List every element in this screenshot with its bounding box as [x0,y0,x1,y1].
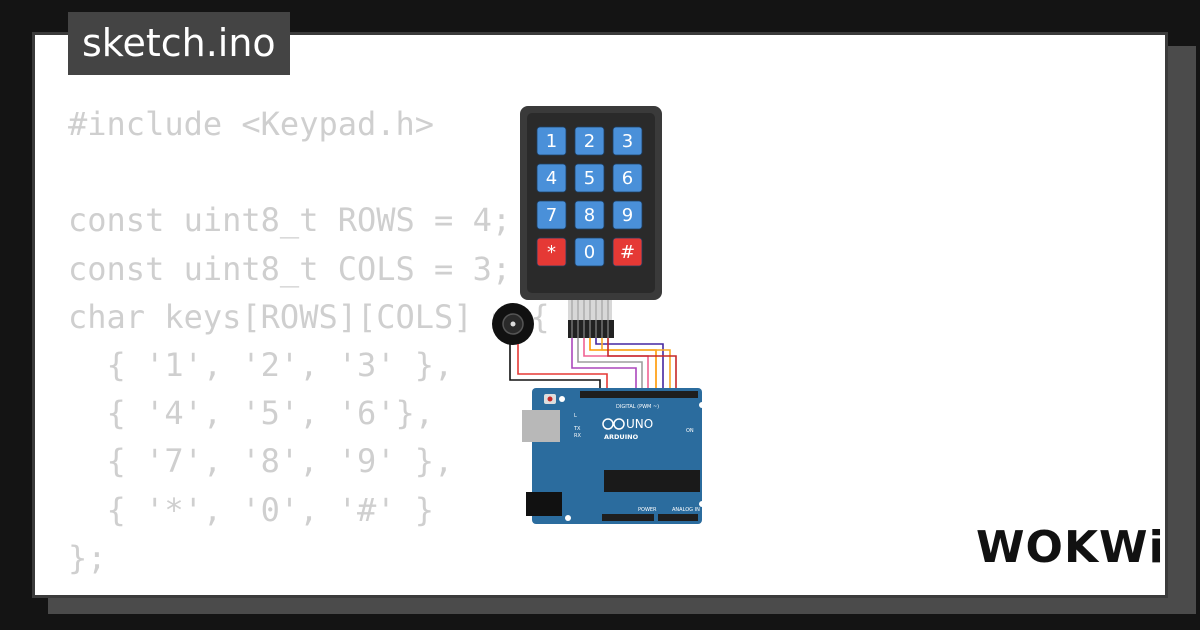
wokwi-logo[interactable]: WOKWi [976,522,1165,573]
analog-header [658,514,698,521]
arduino-logo-icon [602,418,614,430]
code-preview: #include <Keypad.h> const uint8_t ROWS = … [68,100,550,582]
keypad-key-label: 8 [584,205,595,226]
keypad-key-label: 4 [546,168,557,189]
digital-label: DIGITAL (PWM ~) [616,404,659,410]
circuit-diagram: 1 2 3 4 5 6 7 8 9 * 0 # [492,106,705,524]
code-line: const uint8_t COLS = 3; [68,249,512,288]
keypad-connector [568,300,614,338]
keypad-key-label: 9 [622,205,633,226]
code-line [68,148,550,196]
code-line: char keys[ROWS][COLS] = { [68,297,550,336]
keypad-key-label: 0 [584,242,595,263]
svg-text:RX: RX [574,433,581,439]
keypad-key-0[interactable]: 0 [574,237,605,267]
usb-port [522,410,560,442]
keypad-component[interactable]: 1 2 3 4 5 6 7 8 9 * 0 # [520,106,662,300]
keypad-key-label: * [547,242,556,263]
power-label: POWER [638,507,657,513]
file-tab[interactable]: sketch.ino [68,12,290,75]
keypad-key-hash[interactable]: # [612,237,643,267]
analog-label: ANALOG IN [672,507,700,513]
keypad-key-1[interactable]: 1 [536,126,567,156]
keypad-key-8[interactable]: 8 [574,200,605,230]
code-line: { '7', '8', '9' }, [68,442,454,481]
code-line: const uint8_t ROWS = 4; [68,201,512,240]
keypad-key-label: 1 [546,131,557,152]
code-line: { '*', '0', '#' } [68,490,435,529]
code-line: #include <Keypad.h> [68,105,435,143]
power-header [602,514,654,521]
reset-button [547,396,553,402]
keypad-key-star[interactable]: * [536,237,567,267]
arduino-uno-board[interactable]: DIGITAL (PWM ~) POWER ANALOG IN UNO ARDU… [522,388,705,524]
svg-text:L: L [574,413,577,419]
model-label: UNO [626,417,653,431]
power-jack [526,492,562,516]
keypad-key-3[interactable]: 3 [612,126,643,156]
keypad-key-label: 2 [584,131,595,152]
brand-label: ARDUINO [604,433,639,441]
wires [509,338,677,392]
keypad-key-label: 3 [622,131,633,152]
keypad-key-2[interactable]: 2 [574,126,605,156]
code-line: }; [68,538,107,577]
keypad-key-9[interactable]: 9 [612,200,643,230]
digital-header [580,391,698,398]
keypad-key-label: 5 [584,168,595,189]
code-line: { '1', '2', '3' }, [68,345,454,384]
keypad-key-5[interactable]: 5 [574,163,605,193]
code-line: { '4', '5', '6'}, [68,394,435,433]
buzzer-component[interactable] [492,303,534,345]
keypad-key-label: 6 [622,168,633,189]
svg-text:ON: ON [686,428,694,434]
keypad-key-7[interactable]: 7 [536,200,567,230]
keypad-key-label: # [620,242,635,263]
chip [604,470,700,492]
keypad-key-6[interactable]: 6 [612,163,643,193]
svg-text:TX: TX [573,426,581,432]
keypad-key-label: 7 [546,205,557,226]
keypad-key-4[interactable]: 4 [536,163,567,193]
